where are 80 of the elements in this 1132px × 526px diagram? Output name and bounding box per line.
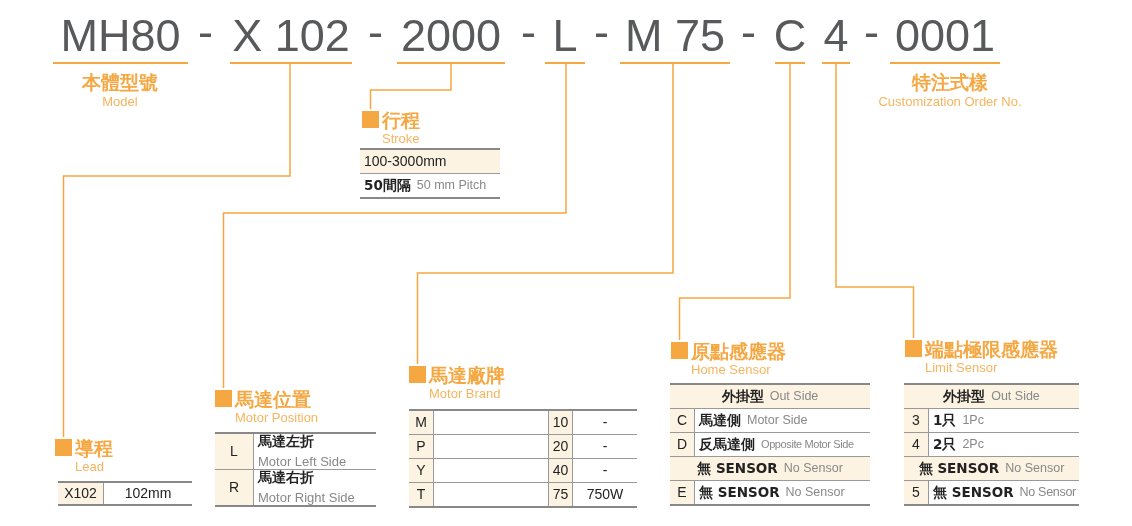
leader-line [222,63,567,389]
section-title: 馬達位置 [235,388,312,410]
cell-text: 1只 [933,413,957,428]
code-segment: L [545,6,585,64]
separator-dash: - [198,6,213,58]
section-subtitle: Motor Brand [429,386,502,401]
cell-note: 50 mm Pitch [416,178,487,193]
leader-line [678,63,791,341]
cell-text: 馬達側 [699,413,741,428]
cell-text: 無 SENSOR [697,461,778,476]
cell-note: No Sensor [1019,485,1076,500]
segment-title: 本體型號 [82,70,158,94]
cell-text: 馬達左折 [258,433,314,449]
code-segment: X 102 [230,6,352,64]
table-cell: 100-3000mm [360,150,500,173]
segment-subtitle: Model [102,94,138,109]
leader-line [416,63,674,365]
cell-note: Out Side [991,389,1040,404]
table-cell: L [215,434,253,469]
section-subtitle: Lead [75,459,105,474]
table-cell: C [670,409,694,432]
section-title: 行程 [382,109,420,131]
cell-text: 反馬達側 [699,437,755,452]
cell-text: 無 SENSOR [699,485,780,500]
section-title: 端點極限感應器 [925,338,1058,360]
segment-title: 特注式樣 [912,70,988,94]
cell-text: 2只 [933,437,957,452]
table-cell: Y [409,459,433,482]
code-segment: 0001 [890,6,1000,64]
code-segment: C [775,6,805,64]
cell-text: 外掛型 [721,389,764,404]
separator-dash: - [368,6,383,58]
section-subtitle: Home Sensor [691,362,772,377]
cell-note: Motor Right Side [258,490,355,506]
section-title: 導程 [75,437,113,459]
code-segment: M 75 [620,6,730,64]
section-title: 原點感應器 [691,340,786,362]
table-cell: 5 [904,481,928,504]
cell-text: 50間隔 [364,178,411,193]
table-cell: M [409,411,433,434]
table-cell: E [670,481,694,504]
cell-note: Out Side [769,389,819,404]
table-cell: P [409,435,433,458]
leader-line [835,63,915,339]
table-cell: R [215,470,253,505]
cell-note: Motor Side [747,413,808,428]
separator-dash: - [521,6,536,58]
cell-text: 無 SENSOR [918,461,1000,476]
section-title: 馬達廠牌 [429,364,505,386]
section-subtitle: Limit Sensor [925,360,999,375]
leader-line [369,63,452,110]
table-cell: D [670,433,694,456]
table-cell: 3 [904,409,928,432]
cell-note: No Sensor [1005,461,1065,476]
code-segment: MH80 [53,6,188,64]
table-cell: T [409,483,433,506]
cell-note: No Sensor [783,461,843,476]
segment-subtitle: Customization Order No. [878,94,1022,109]
section-subtitle: Stroke [382,131,420,146]
section-subtitle: Motor Position [235,410,319,425]
table-cell: 75 [548,483,572,506]
table-cell: X102 [58,483,103,504]
cell-note: 2Pc [962,437,984,452]
cell-note: No Sensor [785,485,845,500]
separator-dash: - [741,6,756,58]
table-cell: 20 [548,435,572,458]
separator-dash: - [864,6,879,58]
cell-text: 外掛型 [943,389,986,404]
cell-text: 無 SENSOR [933,485,1014,500]
cell-note: Opposite Motor Side [761,438,854,451]
separator-dash: - [594,6,609,58]
code-segment: 2000 [397,6,505,64]
cell-note: Motor Left Side [258,454,347,470]
cell-text: 馬達右折 [258,469,314,485]
code-segment: 4 [822,6,850,64]
leader-line [62,63,291,438]
cell-note: 1Pc [962,413,984,428]
table-cell: 10 [548,411,572,434]
table-cell: 40 [548,459,572,482]
table-cell: 4 [904,433,928,456]
